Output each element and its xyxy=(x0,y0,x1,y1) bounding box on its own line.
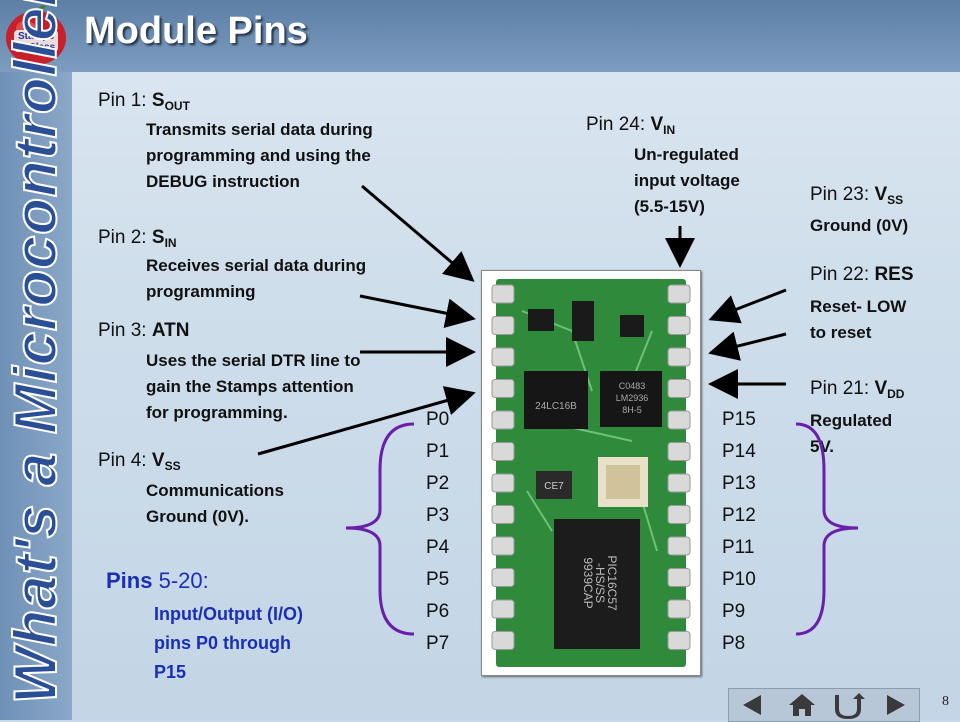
header-pin xyxy=(667,568,691,587)
home-icon[interactable] xyxy=(779,689,825,721)
title-bar xyxy=(0,0,960,72)
forward-icon[interactable] xyxy=(871,689,917,721)
io-pin-label: P10 xyxy=(722,569,756,590)
regulator-label-3: 8H-5 xyxy=(622,405,642,415)
slide-title: Module Pins xyxy=(84,10,308,52)
logo-text-1: Stamps xyxy=(18,31,55,42)
arrow-pin2 xyxy=(359,294,476,329)
header-pin xyxy=(667,347,691,367)
pin24-title: Pin 24: VIN xyxy=(586,114,676,137)
module-photo: 24LC16B C0483 LM2936 8H-5 CE7 PIC16C57 -… xyxy=(491,279,691,667)
header-pin xyxy=(491,347,515,367)
io-pin-label: P8 xyxy=(722,633,746,654)
return-icon[interactable] xyxy=(825,689,871,721)
header-pin xyxy=(491,473,515,493)
right-brace xyxy=(795,422,859,636)
header-pin xyxy=(667,410,691,430)
header-pin xyxy=(491,442,515,461)
basic-stamp-module: 24LC16B C0483 LM2936 8H-5 CE7 PIC16C57 -… xyxy=(481,270,701,676)
header-pin xyxy=(667,599,691,619)
pin23-desc: Ground (0V) xyxy=(810,216,909,235)
header-pin xyxy=(491,568,515,587)
regulator-label-2: LM2936 xyxy=(616,393,649,403)
header-pin xyxy=(491,316,515,335)
main-ic-label-1: PIC16C57 xyxy=(605,555,619,611)
pin1-title: Pin 1: SOUT xyxy=(98,90,190,113)
page-number: 8 xyxy=(942,694,949,709)
pin2-title: Pin 2: SIN xyxy=(98,227,177,250)
pin23-title: Pin 23: VSS xyxy=(810,184,904,207)
eeprom-label: 24LC16B xyxy=(535,401,577,412)
io-pin-label: P3 xyxy=(426,505,450,526)
io-pin-label: P6 xyxy=(426,601,450,622)
main-ic-label-2: -HS/SS xyxy=(593,563,607,603)
left-brace xyxy=(345,422,415,636)
pin21-title: Pin 21: VDD xyxy=(810,378,905,401)
header-pin xyxy=(667,631,691,650)
header-pin xyxy=(491,379,515,398)
io-pin-label: P1 xyxy=(426,441,450,462)
resonator-label: CE7 xyxy=(544,481,564,492)
stamps-in-class-logo: Stamps in Class xyxy=(6,5,66,65)
io-pin-label: P12 xyxy=(722,505,756,526)
io-pin-label: P9 xyxy=(722,601,746,622)
header-pin xyxy=(491,505,515,524)
io-pin-label: P14 xyxy=(722,441,756,462)
header-pin xyxy=(491,536,515,556)
sidebar xyxy=(0,72,72,720)
header-pin xyxy=(491,599,515,619)
io-pin-label: P5 xyxy=(426,569,450,590)
back-icon[interactable] xyxy=(731,689,777,721)
header-pin xyxy=(667,442,691,461)
arrow-pin4 xyxy=(257,386,476,456)
header-pin xyxy=(667,284,691,304)
io-pin-label: P2 xyxy=(426,473,450,494)
header-pin xyxy=(667,316,691,335)
header-pin xyxy=(667,379,691,398)
nav-bar xyxy=(728,688,920,722)
regulator-label-1: C0483 xyxy=(619,381,646,391)
logo-text-2: in Class xyxy=(17,42,56,53)
header-pin xyxy=(491,284,515,304)
header-pin xyxy=(667,473,691,493)
io-pin-label: P13 xyxy=(722,473,756,494)
header-pin xyxy=(667,505,691,524)
pins-5-20-title: Pins 5-20: xyxy=(106,568,209,593)
io-pin-label: P15 xyxy=(722,409,756,430)
pin3-title: Pin 3: ATN xyxy=(98,320,190,341)
io-pin-label: P7 xyxy=(426,633,450,654)
arrow-pin22 xyxy=(708,288,787,324)
header-pin xyxy=(491,410,515,430)
io-pin-label: P4 xyxy=(426,537,450,558)
header-pin xyxy=(491,631,515,650)
pin4-title: Pin 4: VSS xyxy=(98,450,181,473)
pin22-title: Pin 22: RES xyxy=(810,264,914,285)
arrow-pin22b xyxy=(708,331,787,361)
main-ic-label-3: 9939CAP xyxy=(581,557,595,608)
io-pin-label: P11 xyxy=(722,537,755,558)
header-pin xyxy=(667,536,691,556)
arrow-pin1 xyxy=(361,184,475,282)
